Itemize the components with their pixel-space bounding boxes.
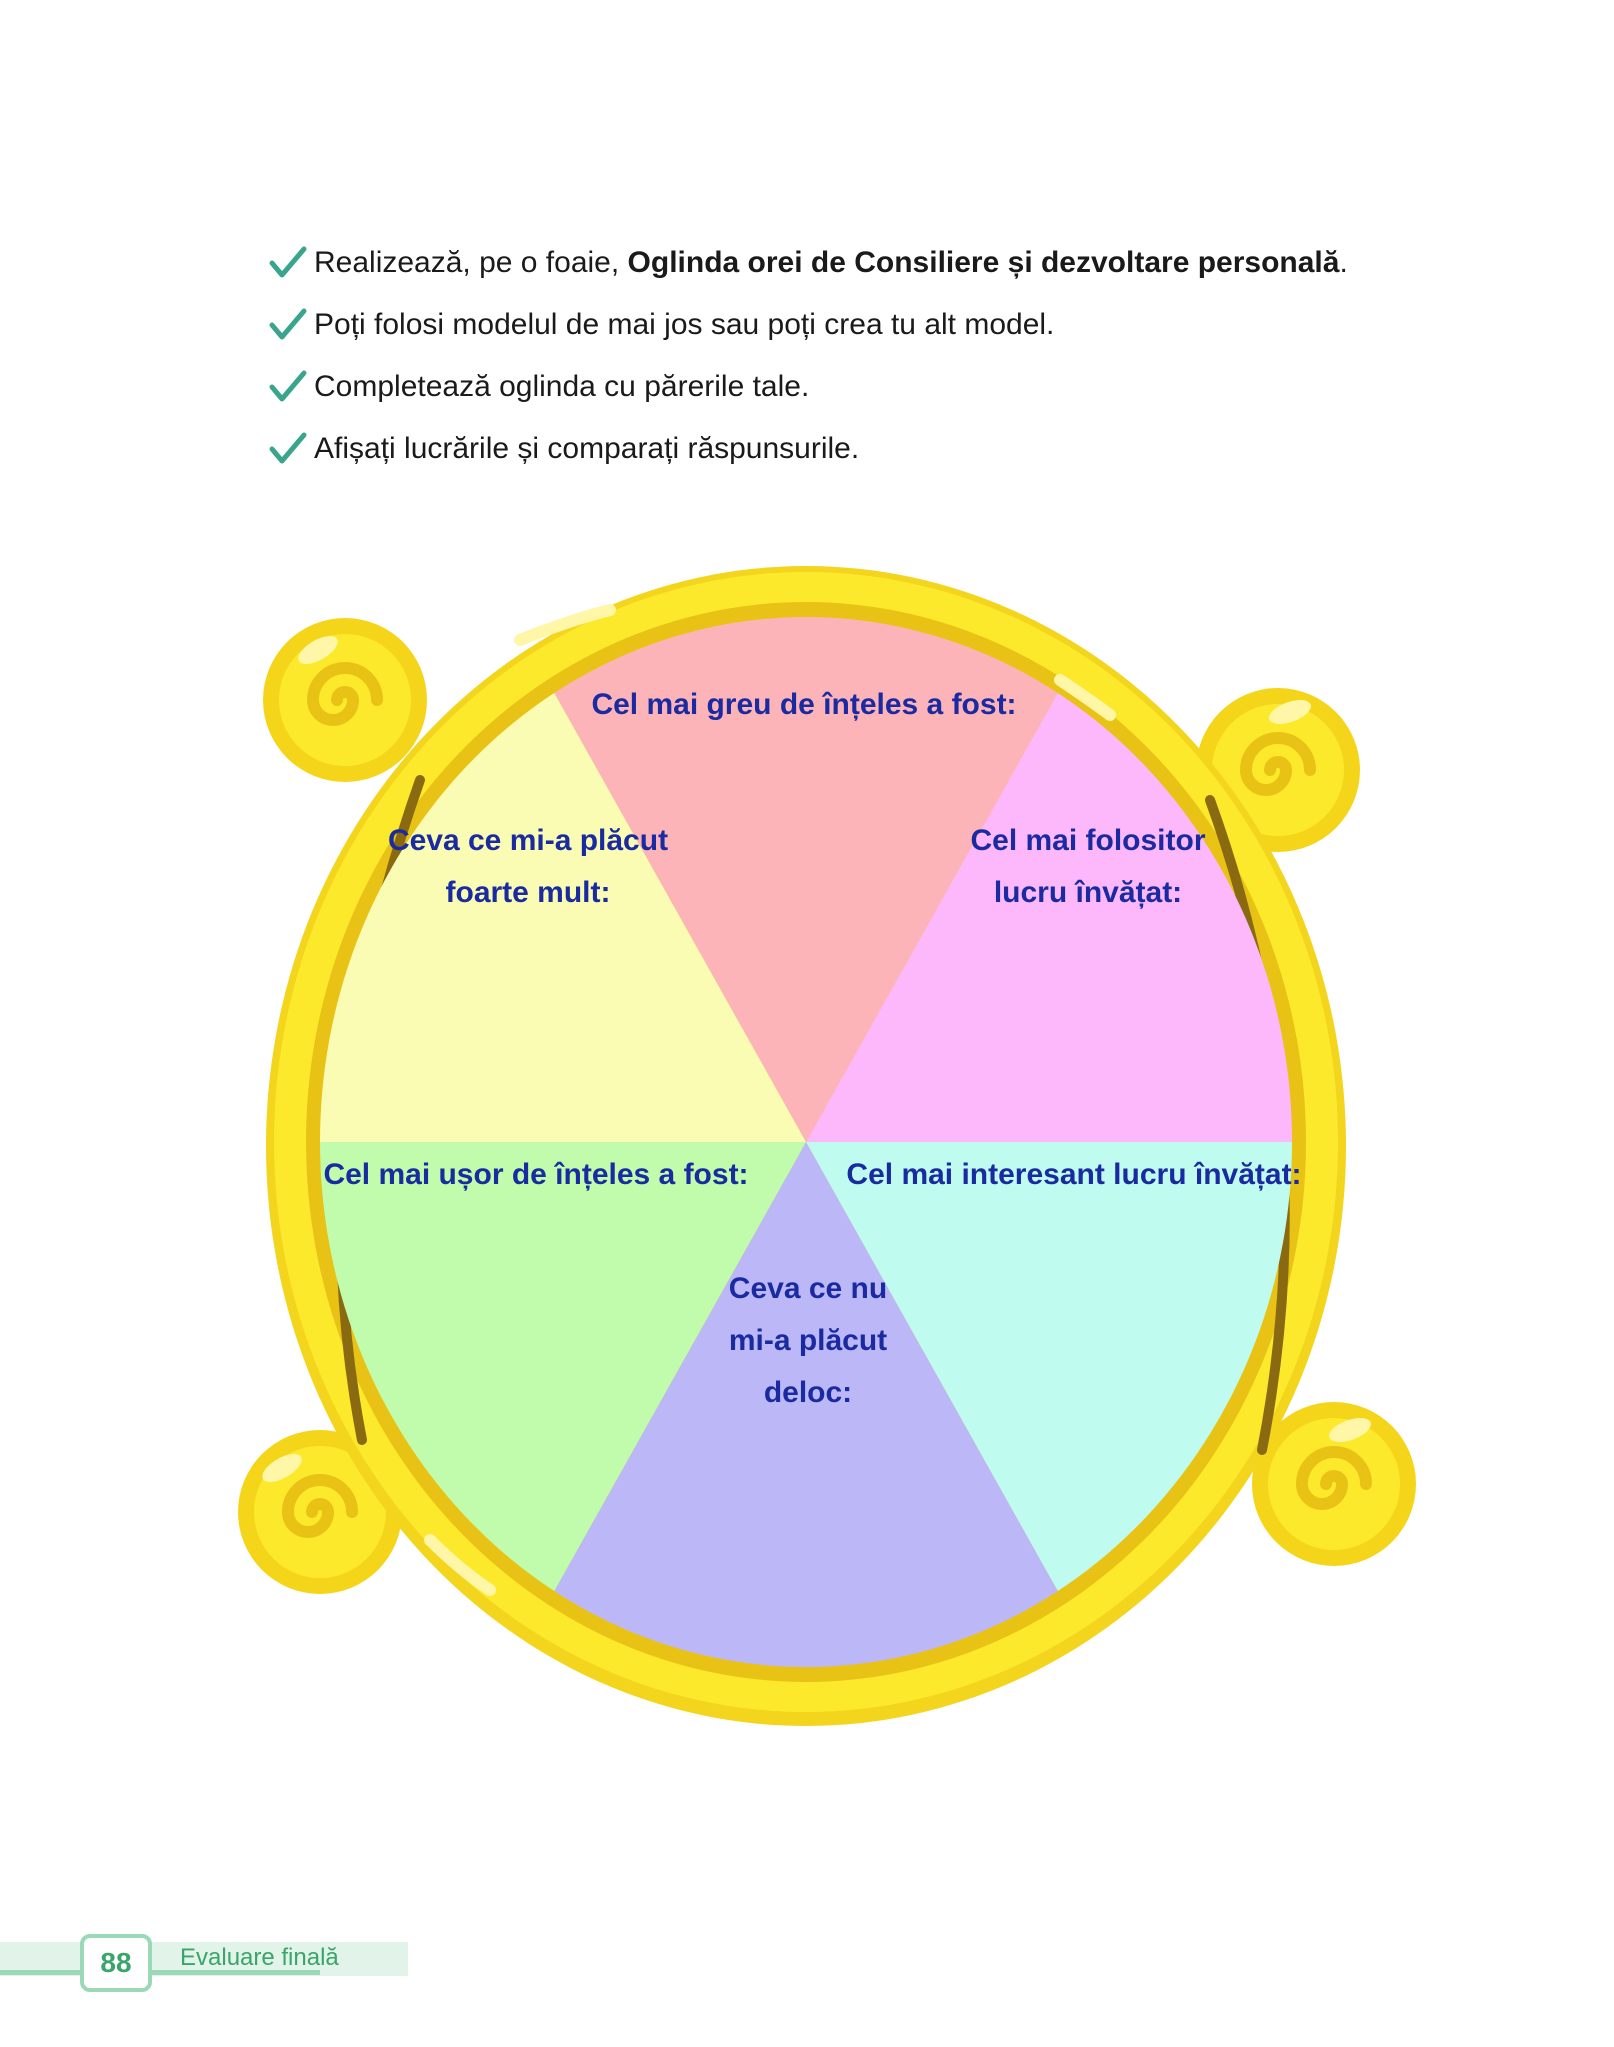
- instruction-bold: Oglinda orei de Consiliere și dezvoltare…: [627, 246, 1340, 279]
- check-icon: [269, 308, 307, 340]
- instruction-text: Realizează, pe o foaie, Oglinda orei de …: [314, 246, 1348, 279]
- label-hardest: Cel mai greu de înțeles a fost:: [591, 688, 1016, 721]
- mirror-frame-highlight: [1054, 674, 1116, 721]
- segment-most-interesting: [806, 1142, 1292, 1667]
- mirror-frame-highlight: [514, 604, 616, 646]
- label-most-interesting: Cel mai interesant lucru învățat:: [846, 1158, 1301, 1191]
- segment-disliked: [390, 1142, 1222, 1667]
- label-disliked-3: deloc:: [764, 1376, 852, 1409]
- label-disliked-1: Ceva ce nu: [729, 1272, 887, 1305]
- segment-hardest: [390, 617, 1222, 1142]
- instructions-list: Realizează, pe o foaie, Oglinda orei de …: [268, 232, 1348, 480]
- instruction-text: Completează oglinda cu părerile tale.: [314, 370, 810, 403]
- check-icon: [269, 370, 307, 402]
- instruction-item: Completează oglinda cu părerile tale.: [268, 356, 1348, 418]
- instruction-item: Realizează, pe o foaie, Oglinda orei de …: [268, 232, 1348, 294]
- instruction-text: Poți folosi modelul de mai jos sau poți …: [314, 308, 1055, 341]
- label-most-useful-1: Cel mai folositor: [970, 824, 1205, 857]
- label-easiest: Cel mai ușor de înțeles a fost:: [323, 1158, 748, 1191]
- page-number: 88: [80, 1934, 152, 1992]
- instruction-item: Afișați lucrările și comparați răspunsur…: [268, 418, 1348, 480]
- segment-most-useful: [806, 617, 1292, 1142]
- instruction-text: Afișați lucrările și comparați răspunsur…: [314, 432, 860, 465]
- swirl-ornament-bottom-right: [1252, 1402, 1416, 1566]
- swirl-ornament-top-left: [263, 618, 427, 782]
- label-liked-2: foarte mult:: [446, 876, 611, 909]
- mirror-frame-highlight: [424, 1534, 496, 1596]
- label-disliked-2: mi-a plăcut: [729, 1324, 887, 1357]
- check-icon: [269, 432, 307, 464]
- footer-line: [0, 1970, 320, 1975]
- footer-section-title: Evaluare finală: [180, 1944, 339, 1971]
- label-liked-1: Ceva ce mi-a plăcut: [388, 824, 668, 857]
- instruction-item: Poți folosi modelul de mai jos sau poți …: [268, 294, 1348, 356]
- segment-liked: [320, 617, 806, 1142]
- label-most-useful-2: lucru învățat:: [994, 876, 1182, 909]
- check-icon: [269, 246, 307, 278]
